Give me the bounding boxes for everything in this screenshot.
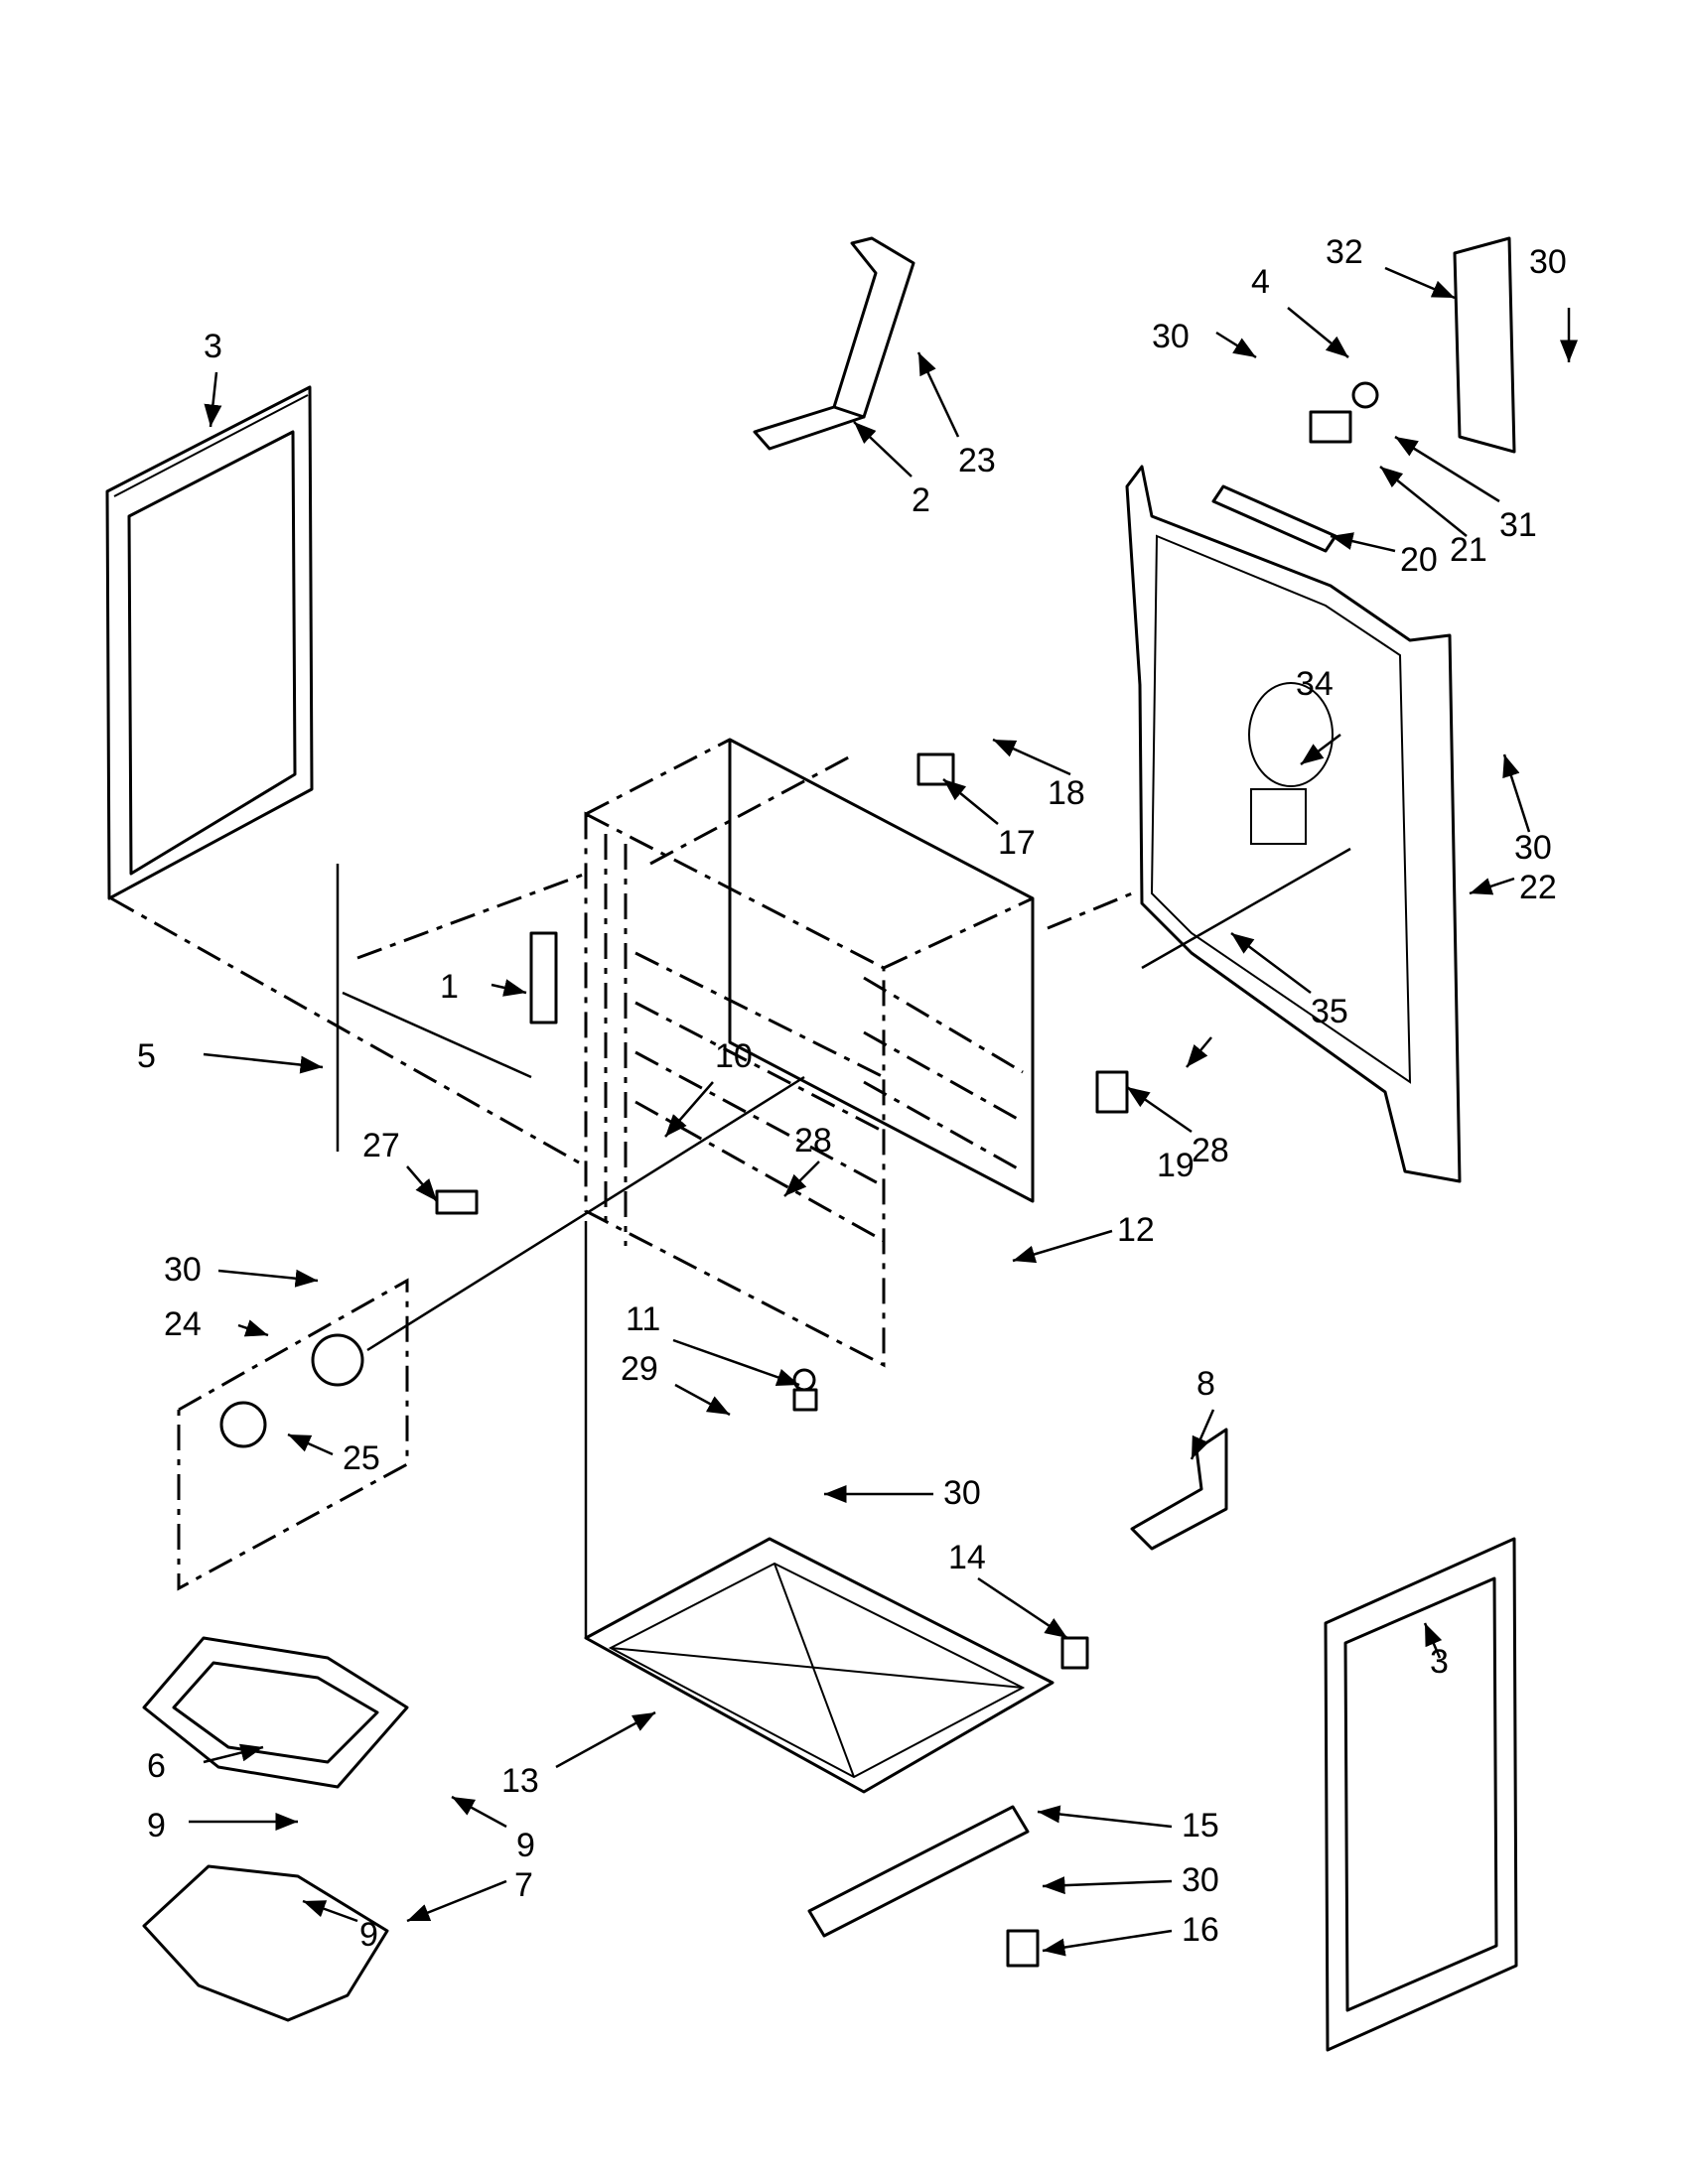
leader-arrows xyxy=(189,266,1578,1957)
callout-31: 31 xyxy=(1499,506,1537,544)
assembly-lines xyxy=(110,847,1351,1638)
callout-22: 22 xyxy=(1519,869,1557,906)
callout-7: 7 xyxy=(514,1866,533,1904)
callout-19: 19 xyxy=(1157,1147,1195,1184)
callout-30-right: 30 xyxy=(1514,829,1552,867)
callout-21: 21 xyxy=(1450,531,1487,569)
rear-panel xyxy=(1125,465,1462,1183)
callout-20: 20 xyxy=(1400,541,1438,579)
callout-27: 27 xyxy=(362,1127,400,1164)
top-bracket xyxy=(753,236,915,451)
light-assembly-box xyxy=(177,1278,409,1591)
callout-35: 35 xyxy=(1311,993,1348,1030)
callout-2: 2 xyxy=(912,481,930,519)
callout-30-center: 30 xyxy=(943,1474,981,1512)
callout-13: 13 xyxy=(501,1762,539,1800)
callout-30-left: 30 xyxy=(164,1251,202,1289)
leveling-rail xyxy=(807,1805,1040,1968)
callout-28-center: 28 xyxy=(794,1122,832,1160)
callout-10: 10 xyxy=(715,1037,753,1075)
small-hardware xyxy=(435,236,1516,1670)
callout-5: 5 xyxy=(137,1037,156,1075)
side-panel-left xyxy=(105,385,314,900)
callout-9-bottom: 9 xyxy=(359,1916,378,1954)
broil-element xyxy=(142,1864,389,2022)
callout-30-bottom: 30 xyxy=(1182,1861,1219,1899)
callout-30-topright: 30 xyxy=(1529,243,1567,281)
callout-labels: 3 2 23 4 30 32 30 31 21 20 18 17 34 30 2… xyxy=(137,233,1567,1954)
callout-34: 34 xyxy=(1296,665,1334,703)
callout-6: 6 xyxy=(147,1747,166,1785)
callout-23: 23 xyxy=(958,442,996,479)
callout-3-left: 3 xyxy=(204,328,222,365)
callout-9-right: 9 xyxy=(516,1827,535,1864)
callout-30-top: 30 xyxy=(1152,318,1190,355)
callout-29: 29 xyxy=(621,1350,658,1388)
callout-17: 17 xyxy=(998,824,1036,862)
bake-element xyxy=(142,1636,409,1789)
callout-32: 32 xyxy=(1326,233,1363,271)
callout-16: 16 xyxy=(1182,1911,1219,1949)
callout-3-right: 3 xyxy=(1430,1643,1449,1681)
side-panel-right xyxy=(1324,1537,1518,2052)
bottom-tray xyxy=(584,1537,1055,1794)
callout-1: 1 xyxy=(440,968,459,1006)
callout-12: 12 xyxy=(1117,1211,1155,1249)
callout-4: 4 xyxy=(1251,263,1270,301)
callout-11: 11 xyxy=(626,1300,660,1338)
callout-14: 14 xyxy=(948,1539,986,1576)
callout-9-left: 9 xyxy=(147,1807,166,1844)
callout-25: 25 xyxy=(343,1439,380,1477)
oven-cavity xyxy=(584,738,1035,1368)
callout-24: 24 xyxy=(164,1305,202,1343)
callout-8: 8 xyxy=(1196,1365,1215,1403)
callout-18: 18 xyxy=(1048,774,1085,812)
callout-28-right: 28 xyxy=(1192,1132,1229,1169)
callout-15: 15 xyxy=(1182,1807,1219,1844)
